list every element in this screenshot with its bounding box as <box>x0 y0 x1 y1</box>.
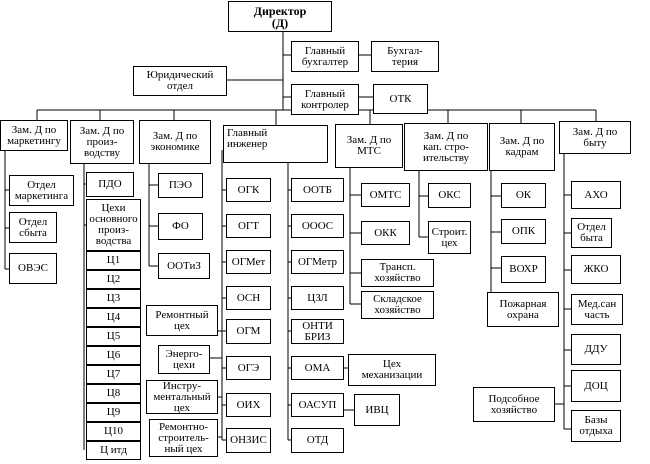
shop-box[interactable]: Ц2 <box>86 270 141 289</box>
deputy-welfare-box[interactable]: Зам. Д по быту <box>559 121 631 154</box>
mechanization-shop-box[interactable]: Цех механизации <box>348 354 436 386</box>
repair-shop-box[interactable]: Ремонтный цех <box>146 305 218 336</box>
deputy-economics-box[interactable]: Зам. Д по экономике <box>139 120 211 164</box>
chief-engineer-box[interactable]: Главный инженер <box>223 125 328 163</box>
deputy-mts-box[interactable]: Зам. Д по МТС <box>335 124 403 168</box>
energy-shops-box[interactable]: Энерго- цехи <box>158 345 210 374</box>
fire-brigade-box[interactable]: Пожарная охрана <box>487 292 559 327</box>
legal-dept-box[interactable]: Юридический отдел <box>133 66 227 96</box>
transport-box[interactable]: Трансп. хозяйство <box>361 259 434 287</box>
ok-box[interactable]: ОК <box>501 183 546 208</box>
ogm-box[interactable]: ОГМ <box>226 319 271 344</box>
ogk-box[interactable]: ОГК <box>226 178 271 202</box>
chief-accountant-box[interactable]: Главный бухгалтер <box>291 41 359 72</box>
opk-box[interactable]: ОПК <box>501 219 546 244</box>
oooc-box[interactable]: ОООС <box>291 214 344 238</box>
ogmetr-box[interactable]: ОГМетр <box>291 250 344 274</box>
onzis-box[interactable]: ОНЗИС <box>226 428 271 453</box>
fo-box[interactable]: ФО <box>158 213 203 240</box>
oves-box[interactable]: ОВЭС <box>9 253 57 284</box>
aho-box[interactable]: АХО <box>571 181 621 209</box>
tool-shop-box[interactable]: Инстру- ментальный цех <box>146 380 218 414</box>
shop-box[interactable]: Ц9 <box>86 403 141 422</box>
ogt-box[interactable]: ОГТ <box>226 214 271 238</box>
marketing-dept-box[interactable]: Отдел маркетинга <box>9 175 74 206</box>
omts-box[interactable]: ОМТС <box>361 183 410 207</box>
oasup-box[interactable]: ОАСУП <box>291 393 344 417</box>
zhko-box[interactable]: ЖКО <box>571 255 621 284</box>
shop-box[interactable]: Ц1 <box>86 251 141 270</box>
deputy-production-box[interactable]: Зам. Д по произ- водству <box>70 120 134 164</box>
ootb-box[interactable]: ООТБ <box>291 178 344 202</box>
shop-box[interactable]: Ц7 <box>86 365 141 384</box>
medical-unit-box[interactable]: Мед.сан часть <box>571 294 623 325</box>
ddu-box[interactable]: ДДУ <box>571 334 621 365</box>
shop-box[interactable]: Ц итд <box>86 441 141 460</box>
warehouse-box[interactable]: Складское хозяйство <box>361 291 434 319</box>
ootiz-box[interactable]: ООТиЗ <box>158 253 210 279</box>
pdo-box[interactable]: ПДО <box>86 172 134 197</box>
onti-briz-box[interactable]: ОНТИ БРИЗ <box>291 319 344 344</box>
accounting-box[interactable]: Бухгал- терия <box>371 41 439 72</box>
deputy-hr-box[interactable]: Зам. Д по кадрам <box>489 123 555 171</box>
oge-box[interactable]: ОГЭ <box>226 356 271 380</box>
czl-box[interactable]: ЦЗЛ <box>291 286 344 310</box>
oma-box[interactable]: ОМА <box>291 356 344 380</box>
peo-box[interactable]: ПЭО <box>158 173 203 198</box>
repair-construction-shop-box[interactable]: Ремонтно- строитель- ный цех <box>149 419 218 457</box>
main-shops-box[interactable]: Цехи основного произ- водства <box>86 199 141 251</box>
shop-box[interactable]: Ц4 <box>86 308 141 327</box>
construction-shop-box[interactable]: Строит. цех <box>428 221 471 254</box>
shop-box[interactable]: Ц10 <box>86 422 141 441</box>
ogmet-box[interactable]: ОГМет <box>226 250 271 274</box>
shop-box[interactable]: Ц8 <box>86 384 141 403</box>
sales-dept-box[interactable]: Отдел сбыта <box>9 212 57 243</box>
director-box[interactable]: Директор (Д) <box>228 1 332 32</box>
otk-box[interactable]: ОТК <box>373 84 428 114</box>
welfare-dept-box[interactable]: Отдел быта <box>571 218 612 248</box>
otd-box[interactable]: ОТД <box>291 428 344 453</box>
doc-box[interactable]: ДОЦ <box>571 370 621 402</box>
chief-controller-box[interactable]: Главный контролер <box>291 84 359 115</box>
shop-box[interactable]: Ц3 <box>86 289 141 308</box>
shop-box[interactable]: Ц5 <box>86 327 141 346</box>
okk-box[interactable]: ОКК <box>361 221 410 245</box>
recreation-bases-box[interactable]: Базы отдыха <box>571 410 621 442</box>
deputy-marketing-box[interactable]: Зам. Д по маркетингу <box>0 120 68 151</box>
shop-box[interactable]: Ц6 <box>86 346 141 365</box>
oih-box[interactable]: ОИХ <box>226 393 271 417</box>
ivc-box[interactable]: ИВЦ <box>354 394 400 426</box>
vohr-box[interactable]: ВОХР <box>501 256 546 283</box>
oks-box[interactable]: ОКС <box>428 183 471 208</box>
subsidiary-farm-box[interactable]: Подсобное хозяйство <box>473 387 555 422</box>
osn-box[interactable]: ОСН <box>226 286 271 310</box>
deputy-capital-box[interactable]: Зам. Д по кап. стро- ительству <box>404 123 488 171</box>
